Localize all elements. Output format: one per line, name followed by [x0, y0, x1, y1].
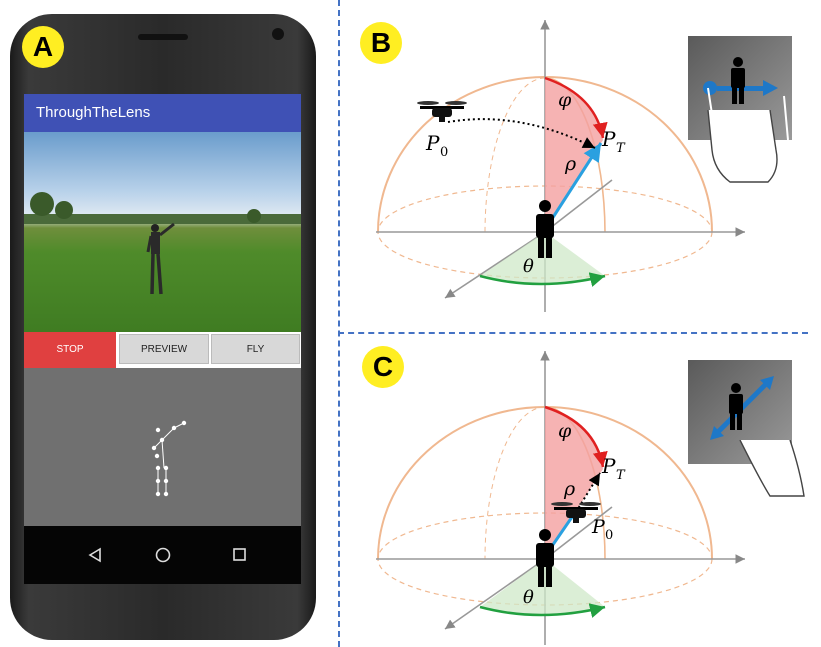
- rho-label: ρ: [563, 478, 576, 500]
- control-button-bar: STOP PREVIEW FLY: [24, 332, 301, 368]
- target-label: P: [601, 454, 616, 478]
- panel-b-diagram: φ ρ θ P T P 0: [376, 20, 745, 312]
- phone-screen: ThroughTheLens STOP PREVIEW FLY: [24, 94, 301, 584]
- phi-sector: [545, 78, 603, 232]
- treeline: [24, 214, 301, 224]
- stop-button[interactable]: STOP: [24, 332, 116, 368]
- skeleton-joint: [163, 478, 169, 484]
- preview-button[interactable]: PREVIEW: [119, 334, 209, 364]
- speaker-grille: [138, 34, 188, 40]
- y-axis: [444, 558, 546, 630]
- phi-sector: [545, 407, 603, 559]
- theta-label: θ: [523, 256, 534, 277]
- front-camera: [272, 28, 284, 40]
- target-subscript: T: [616, 141, 626, 156]
- rho-vector: [548, 516, 574, 550]
- person-icon: [536, 200, 554, 258]
- axis-segment: [544, 179, 613, 233]
- tree: [55, 201, 73, 219]
- dome-meridian: [484, 406, 546, 560]
- axis-segment: [544, 506, 613, 560]
- phi-label: φ: [558, 420, 572, 442]
- dome-meridian: [484, 77, 546, 233]
- skeleton-joint: [154, 453, 160, 459]
- recents-icon[interactable]: [233, 548, 246, 561]
- person-raised-arm: [159, 222, 175, 237]
- panel-a-badge: A: [22, 26, 64, 68]
- phi-arc: [544, 405, 608, 468]
- app-title-bar: ThroughTheLens: [24, 94, 301, 132]
- target-subscript: T: [616, 468, 626, 483]
- y-axis: [444, 231, 546, 299]
- person-torso: [151, 232, 160, 254]
- phi-arc: [544, 76, 608, 139]
- rho-vector: [548, 142, 603, 223]
- origin-subscript: 0: [605, 528, 613, 543]
- back-icon[interactable]: [88, 547, 101, 563]
- skeleton-joint: [181, 420, 187, 426]
- origin-label: P: [425, 131, 440, 155]
- panel-divider-horizontal: [338, 332, 808, 334]
- drone-icon: [551, 502, 601, 523]
- tree: [247, 209, 261, 223]
- drone-path: [447, 118, 596, 149]
- skeleton-joint: [155, 491, 161, 497]
- target-label: P: [601, 127, 616, 151]
- tree: [30, 192, 54, 216]
- fly-button[interactable]: FLY: [211, 334, 300, 364]
- origin-subscript: 0: [440, 145, 448, 160]
- phi-label: φ: [558, 89, 572, 111]
- skeleton-joint: [163, 465, 169, 471]
- rho-label: ρ: [564, 153, 577, 175]
- hand-drawing: [739, 440, 805, 497]
- pose-skeleton-view: [24, 368, 301, 526]
- person-icon: [536, 529, 554, 587]
- theta-arc: [479, 272, 606, 287]
- origin-label: P: [591, 516, 606, 538]
- drone-icon: [417, 101, 467, 122]
- person-arm: [146, 235, 153, 253]
- pinch-gesture-icon: [710, 376, 774, 440]
- theta-label: θ: [523, 587, 534, 608]
- panel-c-diagram: φ ρ θ P T P 0: [376, 351, 745, 645]
- drag-gesture-panel: [688, 36, 792, 141]
- home-icon[interactable]: [155, 547, 171, 563]
- theta-arc: [479, 603, 606, 618]
- nav-icons: [88, 547, 246, 563]
- person-leg: [150, 253, 155, 295]
- panel-b-badge: B: [360, 22, 402, 64]
- skeleton-joint: [151, 445, 157, 451]
- panel-divider-vertical: [338, 0, 340, 647]
- skeleton-joint: [155, 465, 161, 471]
- hand-drawing: [707, 110, 778, 183]
- skeleton-joint: [155, 427, 161, 433]
- drone-camera-view: [24, 132, 301, 332]
- skeleton-joint: [171, 425, 177, 431]
- skeleton-joint: [155, 478, 161, 484]
- camera-scene: [24, 192, 301, 295]
- person-head: [151, 224, 159, 232]
- person-leg: [156, 253, 163, 295]
- pose-skeleton: [151, 420, 187, 497]
- android-nav-bar: [24, 526, 301, 584]
- skeleton-joint: [163, 491, 169, 497]
- panel-c-badge: C: [362, 346, 404, 388]
- skeleton-joint: [159, 437, 165, 443]
